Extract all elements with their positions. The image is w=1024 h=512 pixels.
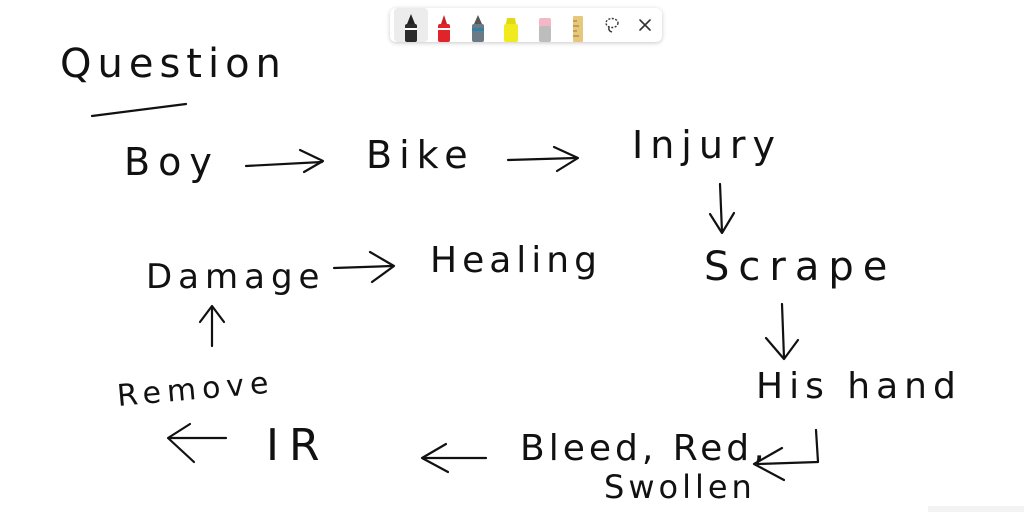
arrow-hand-to-symptoms	[752, 428, 820, 482]
ballpoint-pen-tool[interactable]	[394, 8, 428, 42]
pencil-icon	[471, 15, 484, 42]
arrow-damage-to-healing	[332, 250, 396, 284]
highlighter-tool[interactable]	[495, 8, 529, 42]
arrow-boy-to-bike	[244, 148, 325, 174]
word-remove: Remove	[116, 365, 276, 414]
page-edge	[928, 506, 1024, 512]
ruler-icon	[573, 16, 584, 42]
arrow-symptoms-to-ir	[420, 442, 488, 474]
word-bike: Bike	[366, 133, 475, 177]
pencil-tool[interactable]	[461, 8, 495, 42]
arrow-injury-to-scrape	[708, 182, 736, 235]
arrow-ir-to-remove	[166, 422, 228, 464]
lasso-icon	[605, 17, 619, 33]
word-healing: Healing	[430, 240, 602, 281]
highlighter-icon	[504, 18, 519, 42]
question-title: Question	[60, 41, 287, 87]
arrow-scrape-to-hand	[764, 302, 800, 361]
word-his-hand: His hand	[756, 366, 962, 407]
arrow-bike-to-injury	[506, 145, 580, 173]
red-pen-icon	[438, 15, 451, 42]
word-ir: IR	[266, 420, 330, 471]
word-symptoms-line2: Swollen	[604, 468, 756, 506]
lasso-select-tool[interactable]	[595, 8, 629, 42]
pen-toolbar	[390, 8, 662, 42]
ballpoint-pen-icon	[404, 14, 417, 42]
title-underline	[90, 102, 188, 118]
word-scrape: Scrape	[704, 244, 896, 290]
eraser-tool[interactable]	[528, 8, 562, 42]
word-injury: Injury	[632, 123, 782, 167]
pen-tool[interactable]	[428, 8, 462, 42]
word-damage: Damage	[146, 257, 325, 297]
word-boy: Boy	[124, 140, 220, 184]
eraser-icon	[538, 18, 551, 42]
ruler-tool[interactable]	[562, 8, 596, 42]
word-symptoms-line1: Bleed, Red,	[520, 428, 769, 469]
close-icon	[639, 19, 652, 31]
close-toolbar-button[interactable]	[629, 8, 663, 42]
arrow-remove-to-damage	[198, 304, 226, 348]
